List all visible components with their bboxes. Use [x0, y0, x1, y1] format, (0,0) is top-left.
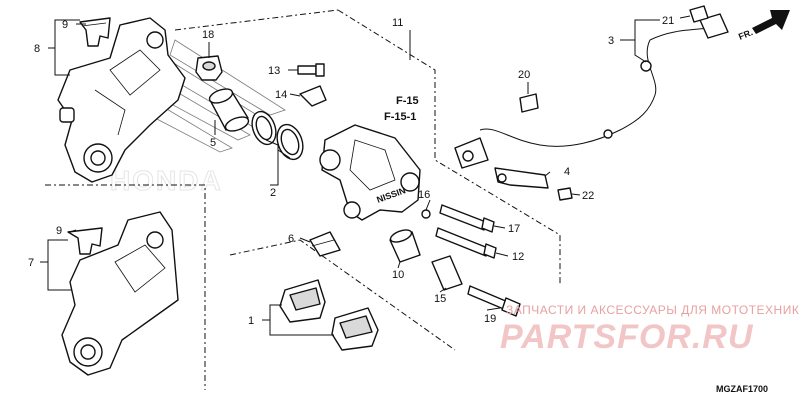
front-arrow-label: FR.: [737, 27, 754, 42]
pad-retainer: [309, 231, 341, 257]
leader-lines: [40, 15, 691, 336]
honda-wing-watermark: HONDA: [110, 39, 286, 197]
bleeder-cap: [299, 85, 327, 107]
caliper-body: NISSIN: [319, 124, 421, 221]
slide-pin-lower: [435, 227, 497, 259]
assembly-boundary-lines: [45, 9, 561, 390]
callout-14: 14: [275, 89, 287, 101]
callout-10: 10: [392, 269, 404, 281]
piston-seals: [251, 110, 304, 161]
diagram-code: MGZAF1700: [716, 384, 768, 394]
pad-spring-upper: [79, 17, 111, 47]
callout-12: 12: [512, 251, 524, 263]
caliper-piston: [208, 88, 250, 132]
callout-9-upper: 9: [62, 19, 68, 31]
callout-7: 7: [28, 257, 34, 269]
cable-grommet: [519, 93, 539, 113]
caliper-boot: [389, 229, 421, 263]
callout-labels: 9 8 18 5 2 13 14 11 F-15 F-15-1 20 21 3 …: [28, 15, 674, 327]
callout-22: 22: [582, 190, 594, 202]
honda-watermark-text: HONDA: [110, 165, 223, 196]
callout-19: 19: [484, 313, 496, 325]
caliper-bracket-lower: [61, 211, 179, 376]
reference-f-15-1: F-15-1: [384, 111, 416, 123]
callout-11: 11: [392, 17, 403, 29]
slide-pin-upper: [439, 204, 495, 233]
watermark-tagline: ЗАПЧАСТИ И АКСЕССУАРЫ ДЛЯ МОТОТЕХНИКИ: [506, 303, 800, 317]
callout-2: 2: [270, 187, 276, 199]
mounting-bolt: [467, 285, 521, 317]
callout-5: 5: [210, 137, 216, 149]
callout-4: 4: [564, 166, 570, 178]
callout-15: 15: [434, 293, 446, 305]
reference-f-15: F-15: [396, 95, 419, 107]
brake-pads: [279, 279, 379, 351]
callout-13: 13: [268, 65, 280, 77]
bleeder-screw: [297, 63, 325, 77]
watermark-brand: PARTSFOR.RU: [500, 318, 754, 356]
callout-20: 20: [518, 69, 530, 81]
site-watermark: ЗАПЧАСТИ И АКСЕССУАРЫ ДЛЯ МОТОТЕХНИКИ PA…: [500, 303, 800, 356]
sensor-bolt: [557, 187, 573, 201]
washer: [421, 209, 431, 219]
sleeve: [431, 255, 463, 291]
pad-spring-lower: [67, 227, 103, 255]
callout-8: 8: [34, 43, 40, 55]
callout-18: 18: [202, 29, 214, 41]
pin-boot: [195, 55, 223, 81]
callout-17: 17: [508, 223, 520, 235]
callout-6: 6: [288, 233, 294, 245]
front-arrow: FR.: [737, 10, 790, 42]
caliper-bracket-upper: [57, 17, 186, 183]
callout-16: 16: [418, 189, 430, 201]
callout-9-lower: 9: [56, 225, 62, 237]
callout-1: 1: [248, 315, 254, 327]
callout-21: 21: [662, 15, 674, 27]
callout-3: 3: [608, 35, 614, 47]
sensor-bracket: [494, 167, 549, 189]
abs-sensor-cable: [454, 5, 729, 169]
